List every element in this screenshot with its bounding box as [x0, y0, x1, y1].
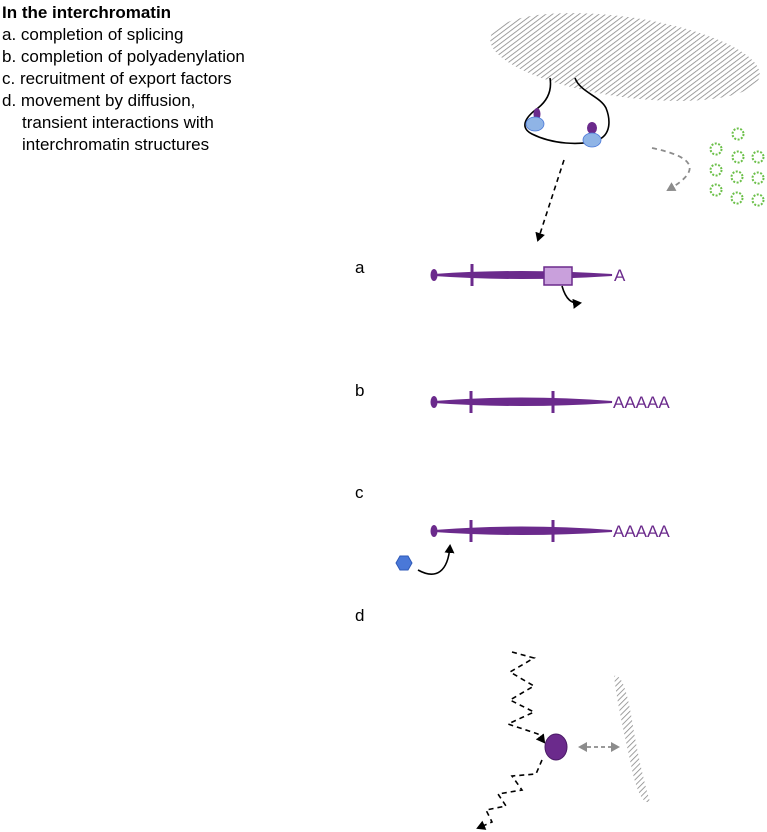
diffusion-path-out: [476, 759, 543, 830]
mrna-step-a: A: [430, 264, 626, 309]
poly-a-tail-b: AAAAA: [613, 393, 670, 412]
step-label-a: a: [355, 258, 365, 277]
legend-item-b: b. completion of polyadenylation: [2, 47, 245, 66]
splicing-complex-left: [525, 108, 545, 132]
legend-item-c: c. recruitment of export factors: [2, 69, 232, 88]
mrna-step-b: AAAAA: [430, 391, 670, 413]
mrnp-particle: [544, 733, 568, 761]
recruitment-arrow: [417, 544, 455, 575]
chromatin-region: [490, 13, 760, 101]
legend-item-d: d. movement by diffusion,: [2, 91, 196, 110]
interchromatin-structure: [614, 675, 650, 803]
intron-removal-arrow: [561, 285, 582, 309]
step-label-c: c: [355, 483, 364, 502]
export-factor-hexagon: [395, 555, 413, 571]
legend-item-d-cont1: transient interactions with: [22, 113, 214, 132]
legend-item-a: a. completion of splicing: [2, 25, 184, 44]
legend: In the interchromatin a. completion of s…: [2, 2, 245, 156]
interchromatin-granules: [709, 127, 765, 207]
granule-arrow: [651, 147, 691, 192]
poly-a-tail-c: AAAAA: [613, 522, 670, 541]
poly-a-tail-a: A: [614, 266, 626, 285]
mrna-step-c: AAAAA: [430, 520, 670, 542]
legend-title: In the interchromatin: [2, 3, 172, 22]
release-arrow: [535, 159, 565, 242]
splicing-complex-right: [582, 122, 602, 148]
diffusion-path-in: [505, 651, 546, 744]
step-label-b: b: [355, 381, 365, 400]
transcription-loop: [524, 77, 610, 145]
legend-item-d-cont2: interchromatin structures: [22, 135, 210, 154]
intron-box: [543, 266, 573, 286]
step-label-d: d: [355, 606, 365, 625]
